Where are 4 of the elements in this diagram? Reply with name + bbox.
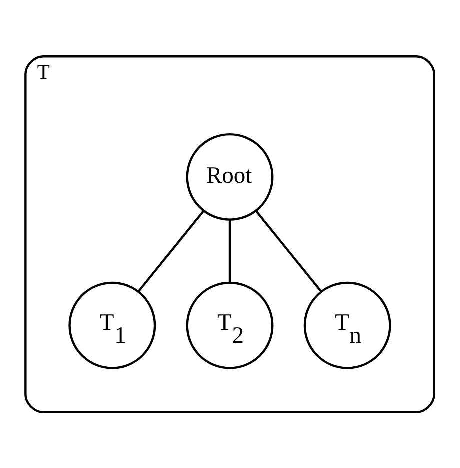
connector (138, 210, 205, 292)
connector (255, 210, 322, 292)
node-circle: Root (186, 132, 274, 220)
connector (228, 219, 232, 282)
